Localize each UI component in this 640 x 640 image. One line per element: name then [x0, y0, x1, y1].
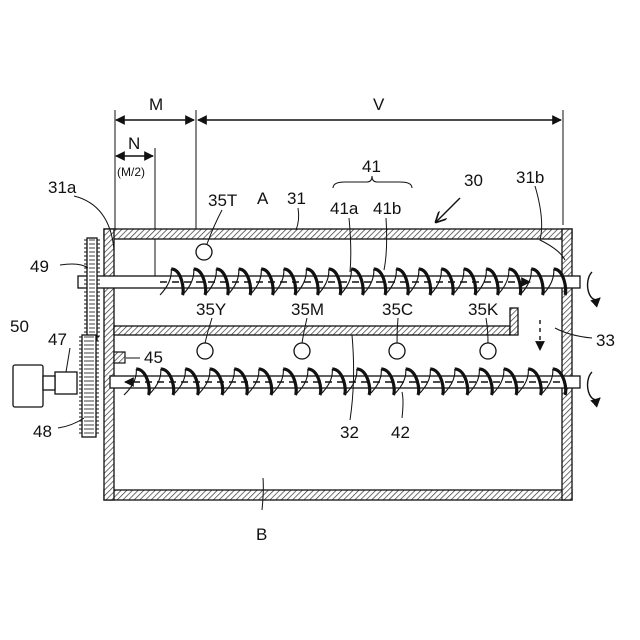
label-35c: 35C — [382, 300, 413, 319]
label-a: A — [257, 189, 269, 208]
gear-body — [82, 335, 96, 437]
gear-body — [87, 238, 97, 340]
dimension-m-label: M — [149, 95, 163, 114]
label-31a: 31a — [48, 178, 77, 197]
dimension-v-label: V — [373, 95, 385, 114]
port-35y — [197, 343, 213, 359]
label-30: 30 — [464, 171, 483, 190]
port-35c — [389, 343, 405, 359]
label-31: 31 — [287, 189, 306, 208]
label-35y: 35Y — [196, 300, 226, 319]
label-41: 41 — [362, 157, 381, 176]
coupling-47 — [55, 372, 77, 394]
port-35k — [480, 343, 496, 359]
pointer-30 — [436, 198, 460, 222]
lower-rotation-arrow — [588, 372, 600, 400]
label-49: 49 — [30, 257, 49, 276]
label-35t: 35T — [208, 191, 237, 210]
dimension-n-sublabel: (M/2) — [117, 165, 145, 179]
label-33: 33 — [596, 331, 615, 350]
label-45: 45 — [144, 348, 163, 367]
motor-50 — [13, 365, 43, 407]
drive-gear-48 — [79, 335, 99, 437]
label-47: 47 — [48, 330, 67, 349]
toner-ports — [196, 244, 496, 359]
brace-41 — [333, 176, 412, 188]
label-41b: 41b — [373, 199, 401, 218]
sensor-45 — [114, 352, 125, 363]
label-42: 42 — [391, 423, 410, 442]
label-35k: 35K — [468, 300, 499, 319]
label-41a: 41a — [330, 199, 359, 218]
motor-shaft — [43, 376, 55, 390]
upper-rotation-arrow — [588, 272, 600, 300]
label-35m: 35M — [291, 300, 324, 319]
label-32: 32 — [340, 423, 359, 442]
port-35t — [196, 244, 212, 260]
label-b: B — [256, 525, 267, 544]
dimension-n-label: N — [128, 134, 140, 153]
drive-gear-49 — [84, 238, 100, 340]
port-35m — [294, 343, 310, 359]
label-48: 48 — [33, 422, 52, 441]
dimension-lines — [115, 110, 563, 278]
label-31b: 31b — [516, 168, 544, 187]
label-50: 50 — [10, 317, 29, 336]
